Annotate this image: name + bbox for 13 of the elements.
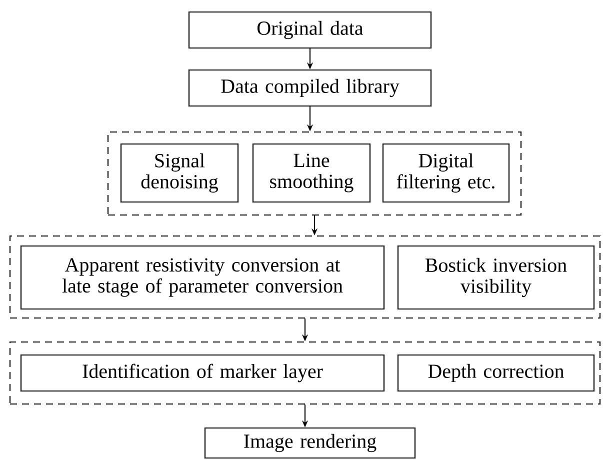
process-box: Original data [188, 11, 432, 49]
process-box: Data compiled library [188, 69, 432, 107]
process-box: Bostick inversion visibility [397, 245, 595, 310]
process-box: Image rendering [204, 427, 416, 459]
process-box: Identification of marker layer [20, 354, 385, 392]
process-box: Signal denoising [120, 143, 239, 203]
process-box: Apparent resistivity conversion at late stage of parameter conversion [20, 245, 385, 310]
process-box: Line smoothing [252, 143, 371, 203]
process-box: Depth correction [397, 354, 595, 392]
dashed-group-box [9, 235, 601, 319]
dashed-group-box [9, 341, 601, 405]
dashed-group-box [107, 131, 522, 216]
process-box: Digital filtering etc. [382, 143, 510, 203]
